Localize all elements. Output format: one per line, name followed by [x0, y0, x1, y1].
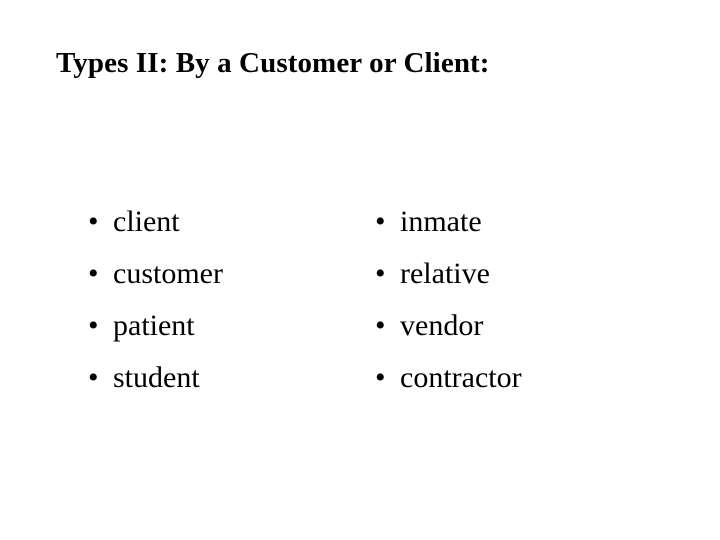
- list-item-label: student: [113, 361, 200, 394]
- list-item-label: inmate: [400, 205, 482, 238]
- right-bullet-column: • inmate • relative • vendor • contracto…: [287, 196, 607, 404]
- list-item-label: contractor: [400, 361, 522, 394]
- bullet-icon: •: [375, 361, 386, 394]
- list-item: • inmate: [373, 196, 607, 248]
- bullet-icon: •: [375, 309, 386, 342]
- bullet-columns-container: • client • customer • patient • student: [0, 196, 720, 404]
- list-item-label: vendor: [400, 309, 484, 342]
- list-item-label: client: [113, 205, 180, 238]
- list-item: • customer: [86, 248, 287, 300]
- list-item: • vendor: [373, 300, 607, 352]
- bullet-icon: •: [88, 205, 99, 238]
- bullet-icon: •: [88, 257, 99, 290]
- bullet-icon: •: [375, 205, 386, 238]
- list-item: • client: [86, 196, 287, 248]
- list-item: • relative: [373, 248, 607, 300]
- list-item: • patient: [86, 300, 287, 352]
- bullet-icon: •: [88, 361, 99, 394]
- list-item-label: customer: [113, 257, 223, 290]
- list-item-label: patient: [113, 309, 195, 342]
- bullet-list-left: • client • customer • patient • student: [86, 196, 287, 404]
- list-item-label: relative: [400, 257, 490, 290]
- bullet-icon: •: [375, 257, 386, 290]
- list-item: • student: [86, 352, 287, 404]
- list-item: • contractor: [373, 352, 607, 404]
- bullet-icon: •: [88, 309, 99, 342]
- left-bullet-column: • client • customer • patient • student: [0, 196, 287, 404]
- bullet-list-right: • inmate • relative • vendor • contracto…: [373, 196, 607, 404]
- page-title: Types II: By a Customer or Client:: [56, 47, 490, 79]
